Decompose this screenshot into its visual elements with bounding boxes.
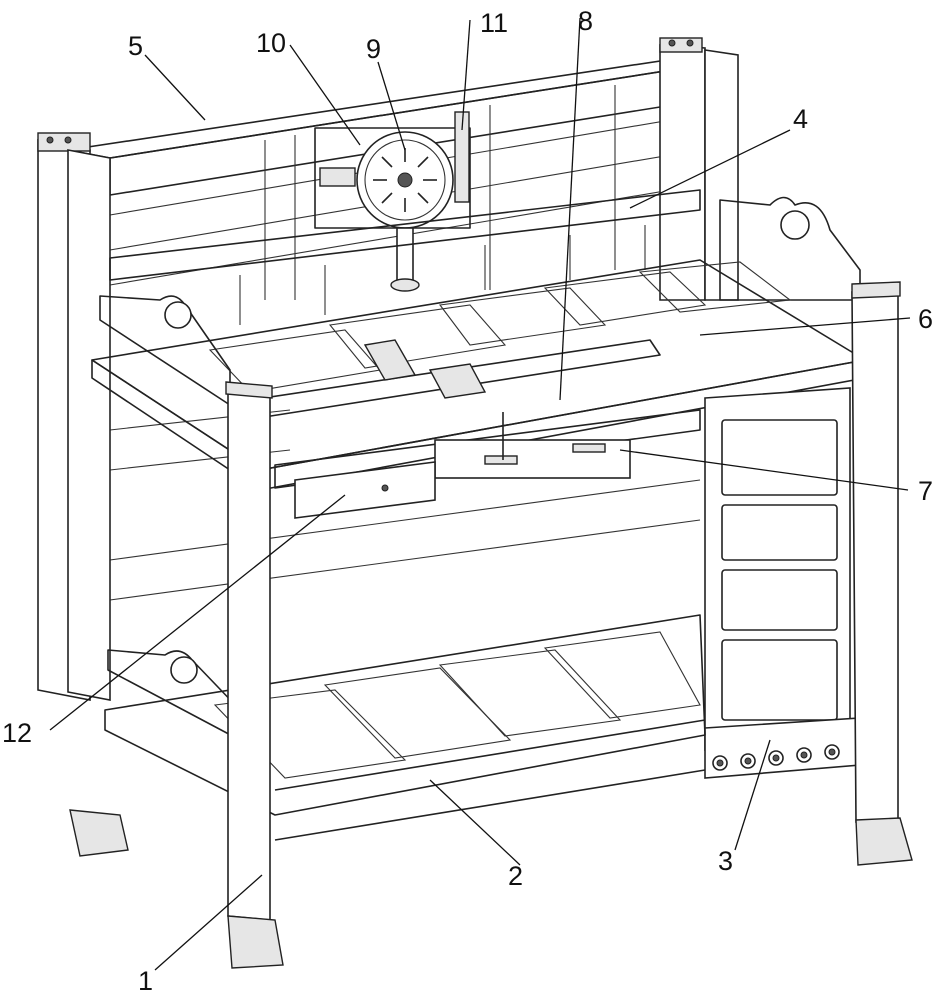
label-5: 5 [128,31,143,61]
label-8: 8 [578,6,593,36]
label-6: 6 [918,304,933,334]
label-7: 7 [918,476,933,506]
label-9: 9 [366,34,381,64]
leader-lines [49,17,911,971]
label-3: 3 [718,846,733,876]
reel-assembly [314,111,471,292]
label-10: 10 [256,28,286,58]
front-left-post [225,381,284,969]
label-11: 11 [480,8,508,38]
back-left-post-cap [37,132,129,857]
back-right-post [659,37,739,301]
lower-bunk [104,614,706,841]
label-1: 1 [138,966,153,996]
drawer-assembly [274,409,701,519]
label-4: 4 [793,104,808,134]
ladder [704,387,861,779]
label-2: 2 [508,861,523,891]
callout-labels: 5 10 9 11 8 4 6 7 12 2 3 1 [2,6,933,996]
front-right-post [851,281,913,866]
label-12: 12 [2,718,32,748]
